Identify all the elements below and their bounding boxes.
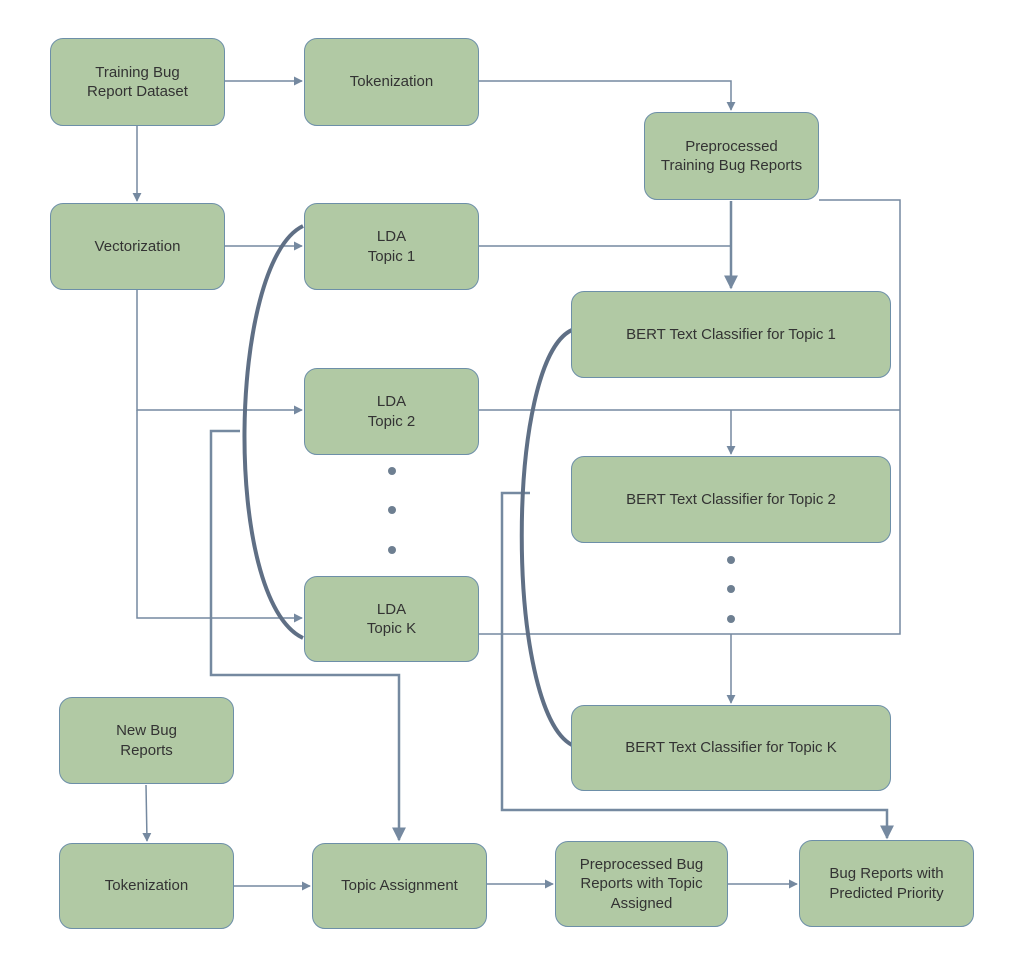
topic-assignment-node: Topic Assignment xyxy=(312,843,487,929)
edge-bert-bracket-to-priority xyxy=(500,491,894,840)
edge-preprocessed-rail xyxy=(479,199,901,635)
predicted-priority-node: Bug Reports with Predicted Priority xyxy=(799,840,974,927)
lda-topic-1-node: LDA Topic 1 xyxy=(304,203,479,290)
lda-ellipsis-dot xyxy=(388,467,396,475)
new-bug-reports-node: New Bug Reports xyxy=(59,697,234,784)
lda-topic-k-node: LDA Topic K xyxy=(304,576,479,662)
lda-ellipsis-dot xyxy=(388,506,396,514)
preprocessed-assigned-node: Preprocessed Bug Reports with Topic Assi… xyxy=(555,841,728,927)
edge-vectorization-to-lda-2 xyxy=(136,290,303,415)
edge-new-reports-to-tokenization xyxy=(142,784,152,842)
tokenization-bottom-node: Tokenization xyxy=(59,843,234,929)
bert-group-bracket xyxy=(519,328,574,747)
bert-ellipsis-dot xyxy=(727,585,735,593)
vectorization-node: Vectorization xyxy=(50,203,225,290)
bert-ellipsis-dot xyxy=(727,615,735,623)
training-dataset-node: Training Bug Report Dataset xyxy=(50,38,225,126)
lda-ellipsis-dot xyxy=(388,546,396,554)
lda-group-bracket xyxy=(242,224,304,640)
bert-ellipsis-dot xyxy=(727,556,735,564)
edge-tokenization-to-preprocessed xyxy=(479,80,736,111)
tokenization-node: Tokenization xyxy=(304,38,479,126)
edge-vectorization-to-lda-k xyxy=(136,410,303,623)
lda-topic-2-node: LDA Topic 2 xyxy=(304,368,479,455)
bert-topic-k-node: BERT Text Classifier for Topic K xyxy=(571,705,891,791)
bert-topic-2-node: BERT Text Classifier for Topic 2 xyxy=(571,456,891,543)
bert-topic-1-node: BERT Text Classifier for Topic 1 xyxy=(571,291,891,378)
edge-lda-bracket-to-topic-assignment xyxy=(209,429,406,842)
preprocessed-training-node: Preprocessed Training Bug Reports xyxy=(644,112,819,200)
